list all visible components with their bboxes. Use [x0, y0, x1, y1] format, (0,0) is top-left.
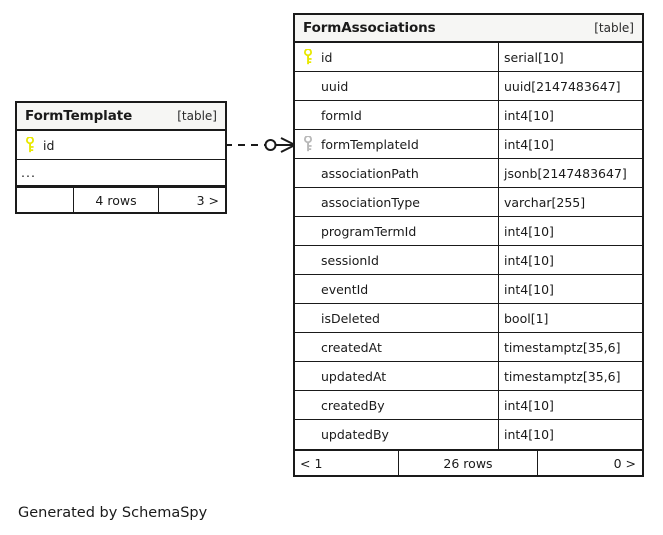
column-name-cell: sessionId: [295, 246, 498, 274]
column-name: associationPath: [321, 165, 419, 181]
column-name: createdAt: [321, 339, 382, 355]
column-name: uuid: [321, 78, 349, 94]
column-type: int4[10]: [498, 217, 642, 245]
column-name-cell: id: [295, 43, 498, 71]
column-name: id: [43, 137, 55, 153]
column-name-cell: uuid: [295, 72, 498, 100]
column-type: uuid[2147483647]: [498, 72, 642, 100]
next-page-button[interactable]: 0 >: [613, 455, 636, 471]
row-count-label: 26 rows: [399, 451, 538, 475]
table-title: FormTemplate: [25, 108, 133, 124]
truncated-columns-marker: ...: [17, 160, 225, 186]
column-type: int4[10]: [498, 101, 642, 129]
table-type-tag: [table]: [594, 21, 634, 35]
next-page-button[interactable]: 3 >: [196, 192, 219, 208]
column-name: updatedBy: [321, 427, 389, 442]
column-name: formId: [321, 107, 362, 123]
column-list: id ...: [17, 131, 225, 186]
column-name-cell: eventId: [295, 275, 498, 303]
column-name-cell: formId: [295, 101, 498, 129]
table-row[interactable]: updatedAt timestamptz[35,6]: [295, 362, 642, 391]
column-name: eventId: [321, 281, 369, 297]
column-type: jsonb[2147483647]: [498, 159, 642, 187]
table-row[interactable]: associationPath jsonb[2147483647]: [295, 159, 642, 188]
table-form-associations[interactable]: FormAssociations [table] id seri: [293, 13, 644, 477]
column-name: id: [321, 49, 333, 65]
primary-key-icon: [21, 137, 39, 153]
column-name-cell: formTemplateId: [295, 130, 498, 158]
table-row[interactable]: id: [17, 131, 225, 160]
prev-page-button[interactable]: [17, 188, 74, 212]
table-header: FormAssociations [table]: [295, 15, 642, 43]
relationship-connector: [225, 129, 297, 161]
table-row[interactable]: formId int4[10]: [295, 101, 642, 130]
table-type-tag: [table]: [177, 109, 217, 123]
column-type: int4[10]: [498, 246, 642, 274]
diagram-caption: Generated by SchemaSpy: [18, 505, 208, 521]
table-row[interactable]: id serial[10]: [295, 43, 642, 72]
table-row[interactable]: createdBy int4[10]: [295, 391, 642, 420]
column-name-cell: createdAt: [295, 333, 498, 361]
row-count-label: 4 rows: [74, 188, 159, 212]
column-type: timestamptz[35,6]: [498, 333, 642, 361]
column-name: updatedAt: [321, 368, 387, 384]
column-type: int4[10]: [498, 130, 642, 158]
column-name: sessionId: [321, 252, 379, 268]
column-type: int4[10]: [498, 391, 642, 419]
foreign-key-icon: [299, 136, 317, 152]
column-type: bool[1]: [498, 304, 642, 332]
column-type: int4[10]: [498, 420, 642, 449]
prev-page-button[interactable]: < 1: [295, 451, 399, 475]
table-row[interactable]: formTemplateId int4[10]: [295, 130, 642, 159]
column-name: programTermId: [321, 223, 417, 239]
column-name: createdBy: [321, 397, 385, 413]
column-name: associationType: [321, 194, 420, 210]
table-title: FormAssociations: [303, 20, 436, 36]
table-row[interactable]: updatedBy int4[10]: [295, 420, 642, 449]
table-footer: < 1 26 rows 0 >: [295, 449, 642, 475]
table-row[interactable]: isDeleted bool[1]: [295, 304, 642, 333]
table-row[interactable]: createdAt timestamptz[35,6]: [295, 333, 642, 362]
column-list: id serial[10] uuid uuid[2147483647] form…: [295, 43, 642, 449]
column-type: serial[10]: [498, 43, 642, 71]
column-type: timestamptz[35,6]: [498, 362, 642, 390]
table-row[interactable]: sessionId int4[10]: [295, 246, 642, 275]
column-name-cell: createdBy: [295, 391, 498, 419]
column-name-cell: id: [17, 131, 225, 159]
primary-key-icon: [299, 49, 317, 65]
column-type: int4[10]: [498, 275, 642, 303]
column-type: varchar[255]: [498, 188, 642, 216]
column-name: formTemplateId: [321, 136, 419, 152]
column-name-cell: associationPath: [295, 159, 498, 187]
table-footer: 4 rows 3 >: [17, 186, 225, 212]
column-name: isDeleted: [321, 310, 380, 326]
column-name-cell: updatedBy: [295, 420, 498, 449]
column-name-cell: isDeleted: [295, 304, 498, 332]
table-header: FormTemplate [table]: [17, 103, 225, 131]
table-row[interactable]: uuid uuid[2147483647]: [295, 72, 642, 101]
column-name-cell: updatedAt: [295, 362, 498, 390]
table-form-template[interactable]: FormTemplate [table] id ...: [15, 101, 227, 214]
column-name-cell: programTermId: [295, 217, 498, 245]
table-row[interactable]: eventId int4[10]: [295, 275, 642, 304]
table-row[interactable]: associationType varchar[255]: [295, 188, 642, 217]
column-name-cell: associationType: [295, 188, 498, 216]
table-row[interactable]: programTermId int4[10]: [295, 217, 642, 246]
